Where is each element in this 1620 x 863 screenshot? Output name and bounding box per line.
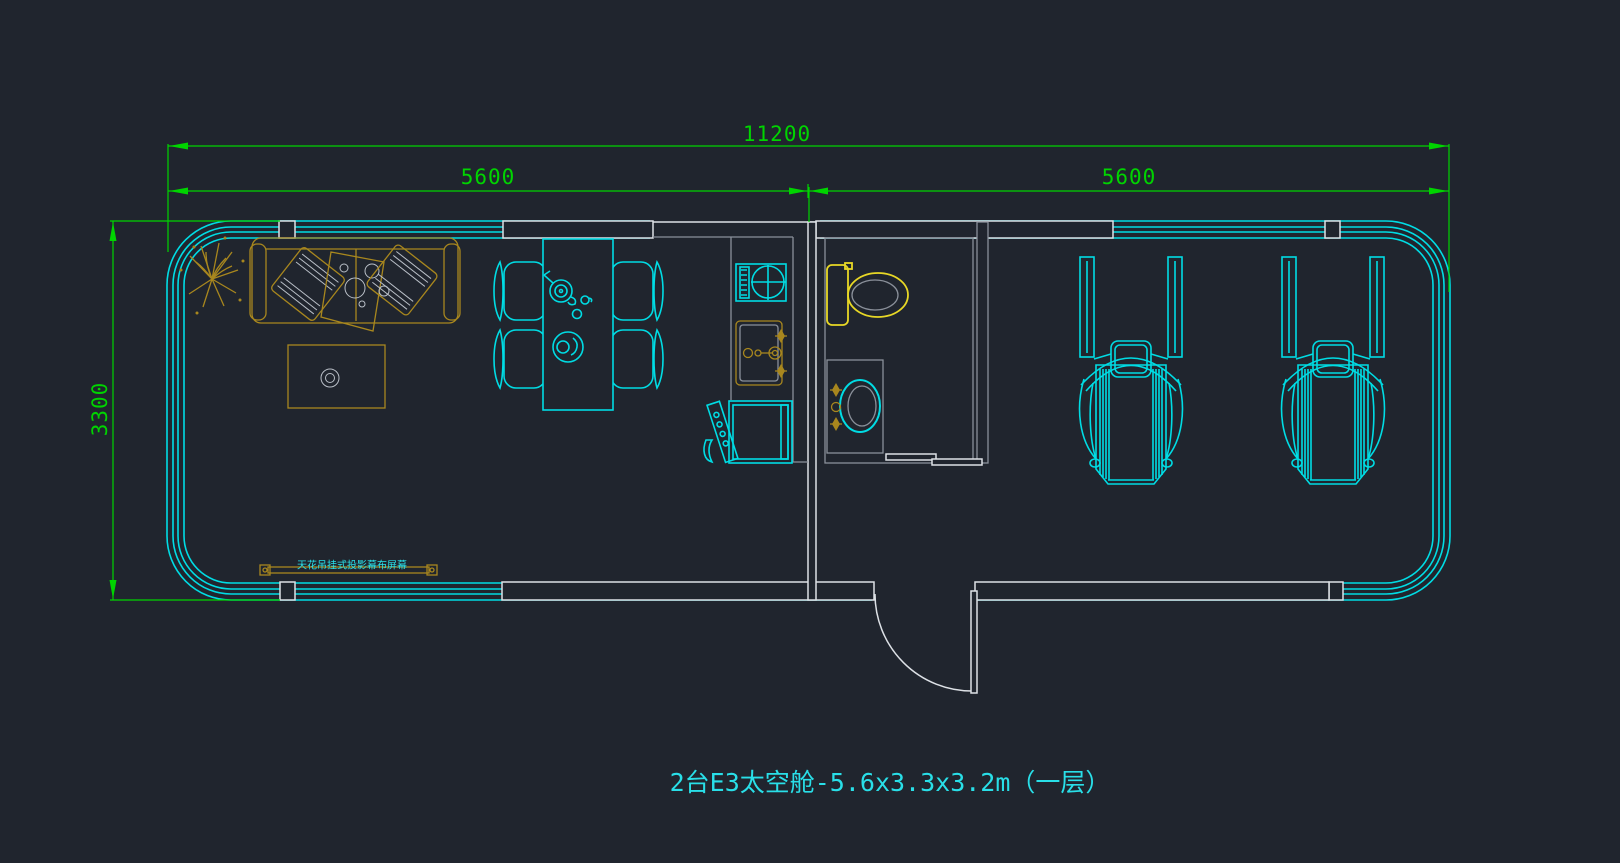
wall-bottom-left <box>501 581 875 601</box>
dim-overall-width: 11200 <box>742 122 812 146</box>
three-seat-sofa <box>249 237 461 324</box>
drawing-title: 2台E3太空舱-5.6x3.3x3.2m（一层） <box>669 768 1111 797</box>
treadmill <box>1078 256 1184 485</box>
window-top-left <box>502 220 654 239</box>
tea-set <box>543 270 593 363</box>
gas-stove <box>735 263 787 302</box>
window-top-right <box>815 220 1114 239</box>
divider-wall <box>807 221 817 601</box>
sliding-door <box>885 453 983 466</box>
kitchen-counter <box>730 237 808 463</box>
entry-door <box>874 590 978 694</box>
projector-screen <box>259 564 438 576</box>
wall-bottom-right <box>974 581 1330 601</box>
throw-blanket <box>320 251 390 332</box>
dim-right-bay: 5600 <box>1101 165 1157 189</box>
dining-table <box>542 238 614 411</box>
toilet <box>826 262 909 326</box>
dimension-lines <box>109 142 1450 601</box>
potted-plant <box>179 236 245 315</box>
throw-pillow <box>271 247 345 321</box>
dim-depth: 3300 <box>88 381 112 437</box>
wall-top-kitchen <box>653 221 816 238</box>
wash-basin <box>826 359 884 454</box>
coffee-table <box>287 344 386 409</box>
throw-pillow <box>366 244 438 316</box>
treadmill <box>1280 256 1386 485</box>
dim-left-bay: 5600 <box>460 165 516 189</box>
projection-screen-label: 天花吊挂式投影幕布屏幕 <box>297 560 407 572</box>
kitchen-sink <box>735 320 788 386</box>
mini-fridge <box>703 400 793 464</box>
window-mullion <box>278 220 1344 601</box>
